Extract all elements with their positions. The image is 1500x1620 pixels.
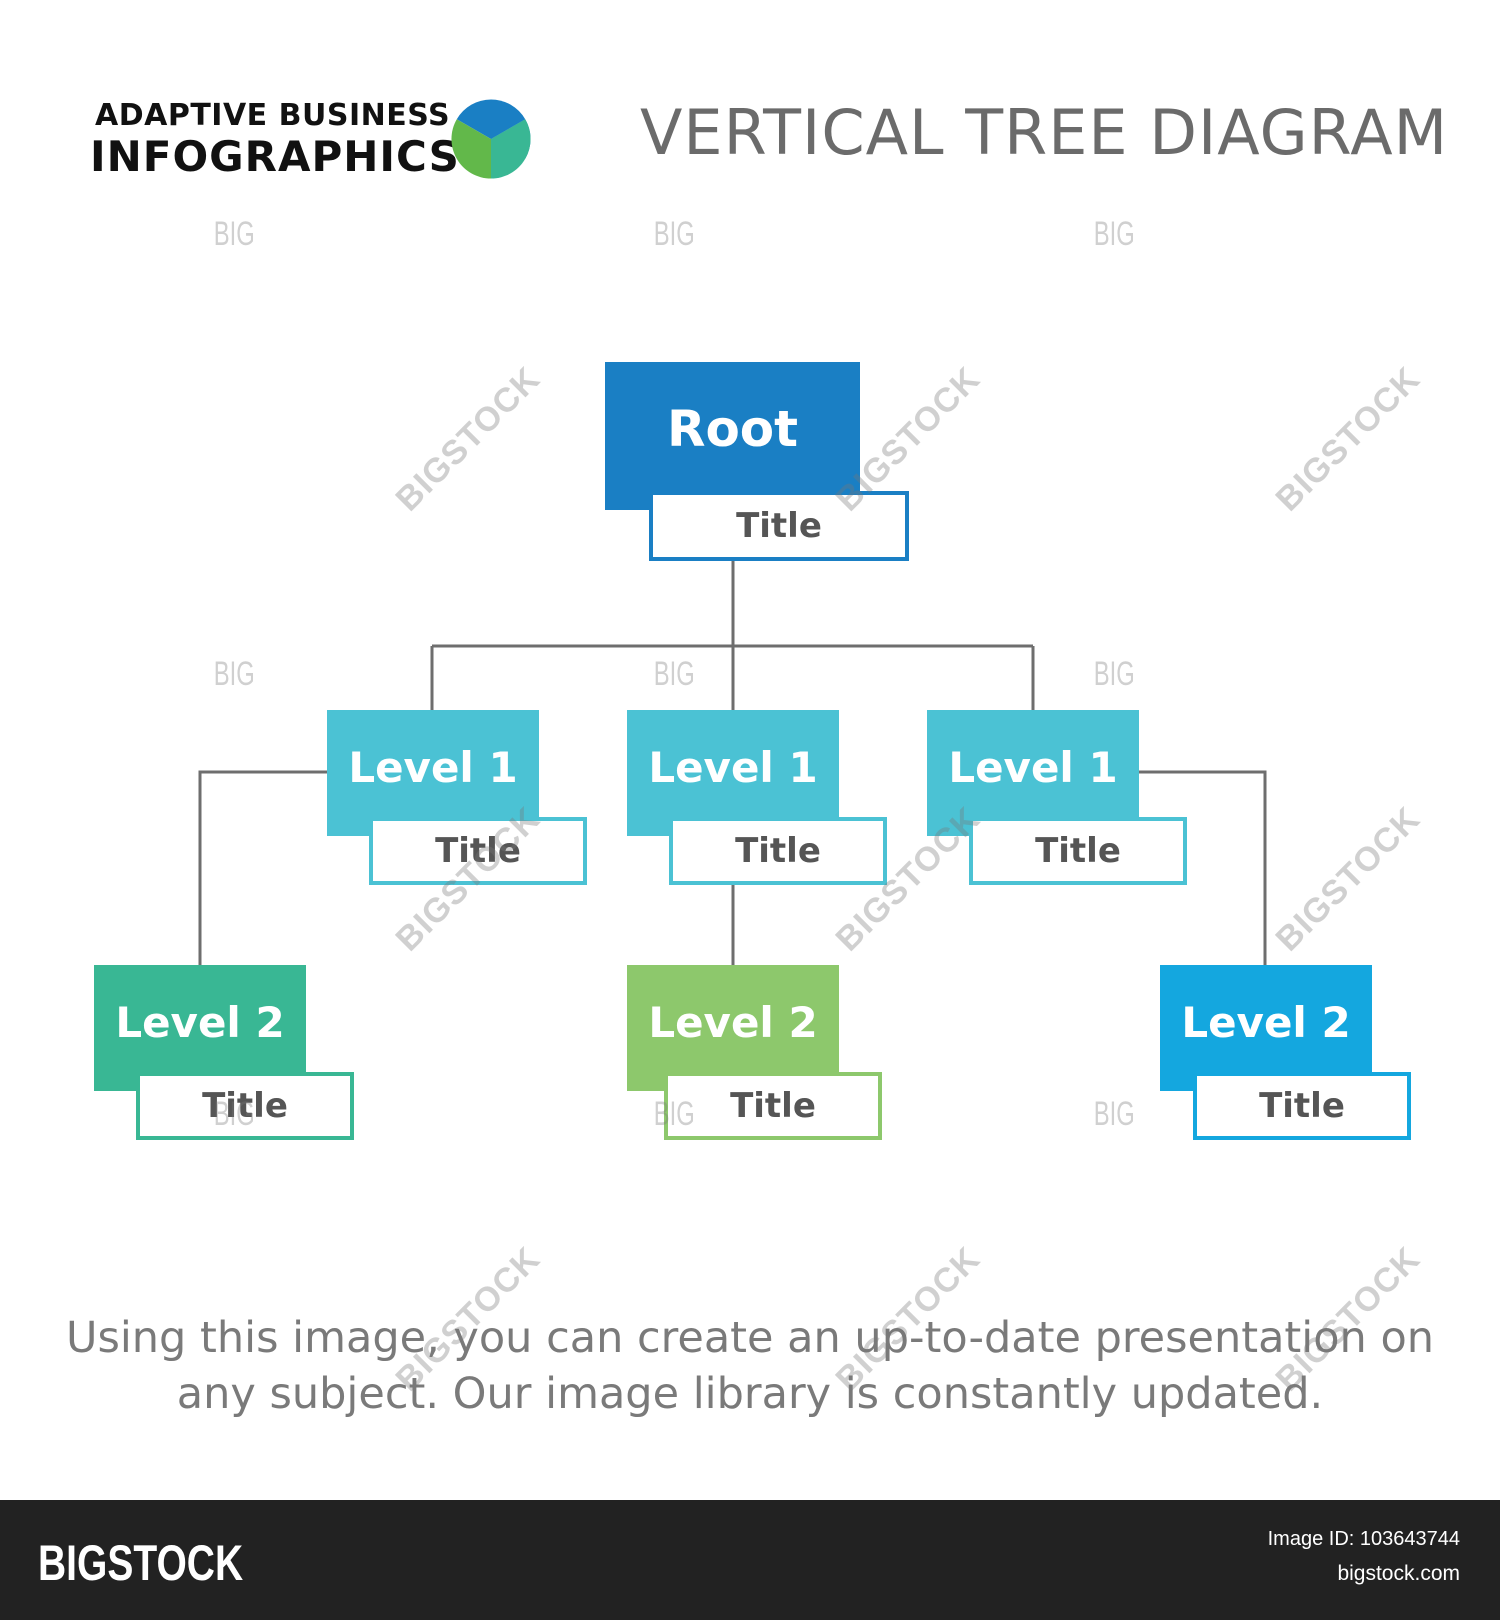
level1-title: Title — [1035, 831, 1121, 871]
brand-logo-icon — [451, 99, 531, 179]
level2-node-2: Level 2 — [627, 965, 839, 1091]
description-line-2: any subject. Our image library is consta… — [176, 1369, 1324, 1419]
level2-title: Title — [202, 1086, 288, 1126]
brand-line-2: INFOGRAPHICS — [90, 132, 460, 181]
level2-label: Level 2 — [648, 997, 818, 1047]
watermark-small: BIG — [653, 655, 695, 693]
footer-bar — [0, 1500, 1500, 1620]
watermark-small: BIG — [1093, 1095, 1135, 1133]
root-label: Root — [666, 400, 799, 458]
root-title-tag: Title — [649, 491, 909, 561]
image-id: Image ID: 103643744 — [1267, 1528, 1460, 1550]
level2-title-tag-1: Title — [136, 1072, 354, 1140]
brand-line-1: ADAPTIVE BUSINESS — [95, 98, 451, 133]
level2-node-1: Level 2 — [94, 965, 306, 1091]
footer-logo: BIGSTOCK — [38, 1535, 244, 1591]
level1-label: Level 1 — [648, 742, 818, 792]
footer-url[interactable]: bigstock.com — [1337, 1562, 1460, 1585]
level1-title-tag-3: Title — [969, 817, 1187, 885]
page-title: VERTICAL TREE DIAGRAM — [640, 96, 1449, 169]
watermark-small: BIG — [213, 215, 255, 253]
level1-title-tag-2: Title — [669, 817, 887, 885]
watermark-small: BIG — [653, 215, 695, 253]
level2-title-tag-2: Title — [664, 1072, 882, 1140]
watermark-small: BIG — [1093, 215, 1135, 253]
level1-title: Title — [435, 831, 521, 871]
level1-node-2: Level 1 — [627, 710, 839, 836]
level2-label: Level 2 — [1181, 997, 1351, 1047]
watermark-small: BIG — [1093, 655, 1135, 693]
level1-title-tag-1: Title — [369, 817, 587, 885]
level2-title: Title — [1259, 1086, 1345, 1126]
tree-connectors — [198, 557, 1267, 965]
level1-title: Title — [735, 831, 821, 871]
level1-node-3: Level 1 — [927, 710, 1139, 836]
level2-node-3: Level 2 — [1160, 965, 1372, 1091]
connector-l1c-to-l2c — [1138, 770, 1267, 965]
watermark-small: BIG — [653, 1095, 695, 1133]
root-title: Title — [736, 506, 822, 546]
level2-title-tag-3: Title — [1193, 1072, 1411, 1140]
watermark-small: BIG — [213, 655, 255, 693]
level2-title: Title — [730, 1086, 816, 1126]
level1-label: Level 1 — [948, 742, 1118, 792]
watermark-small: BIG — [213, 1095, 255, 1133]
level2-label: Level 2 — [115, 997, 285, 1047]
connector-l1a-to-l2a — [198, 770, 328, 965]
description-line-1: Using this image, you can create an up-t… — [65, 1313, 1435, 1363]
root-node: Root — [605, 362, 860, 510]
level1-node-1: Level 1 — [327, 710, 539, 836]
level1-label: Level 1 — [348, 742, 518, 792]
